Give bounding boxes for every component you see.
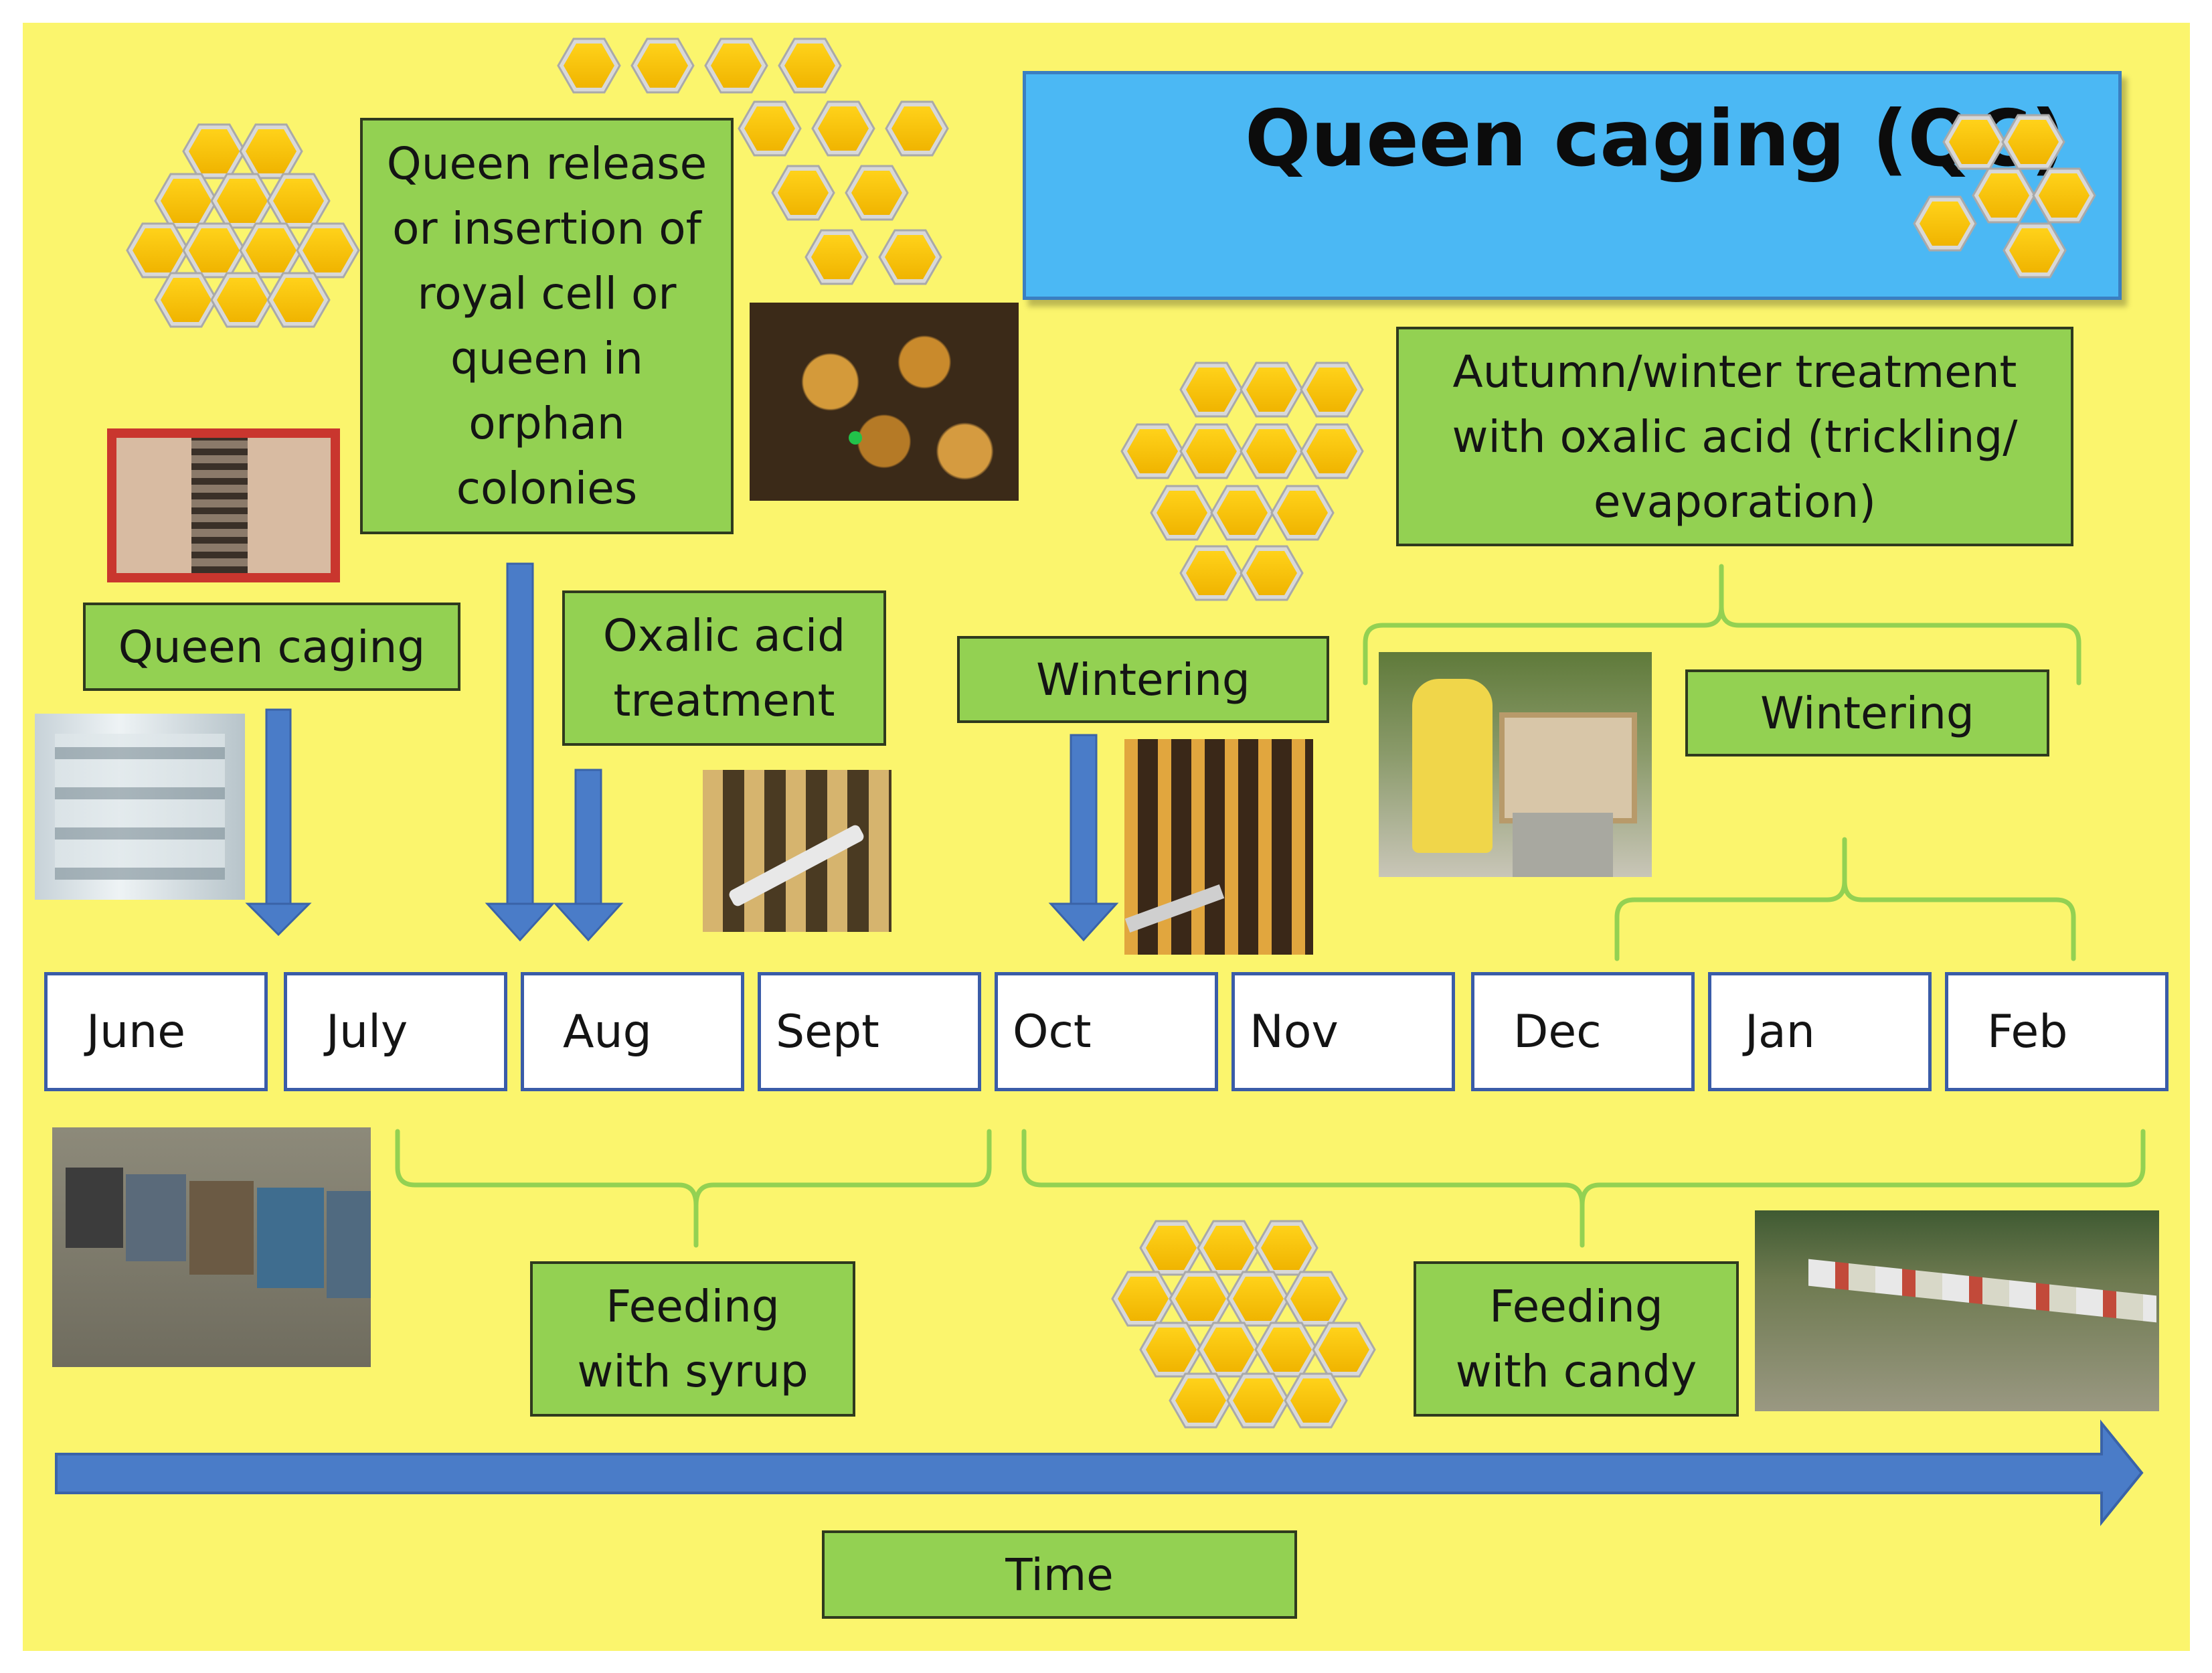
apiary-photo [1755,1210,2159,1411]
wintering-dec-text: Wintering [1760,687,1974,739]
page-title: Queen caging (QC) [1245,94,2067,184]
arrow-oxalic [553,769,624,942]
honeycomb-icon [126,123,360,328]
arrow-wintering [1048,734,1119,942]
autumn-winter-label: Autumn/winter treatment with oxalic acid… [1396,327,2073,546]
hives-row-photo [52,1127,371,1367]
bracket-feeding-candy [1021,1129,2146,1248]
month-nov: Nov [1231,972,1455,1091]
bracket-autumn-winter [1363,564,2081,686]
title-box [1023,71,2122,300]
month-july: July [284,972,507,1091]
queen-caging-text: Queen caging [118,621,426,673]
queen-release-text: Queen release or insertion of royal cell… [386,138,707,514]
month-oct: Oct [995,972,1218,1091]
honeycomb-icon [1120,362,1364,601]
month-june: June [44,972,268,1091]
month-dec: Dec [1471,972,1695,1091]
time-label: Time [822,1530,1297,1619]
beekeeper-photo [1379,652,1652,877]
wintering-oct-label: Wintering [957,636,1329,723]
month-aug: Aug [521,972,744,1091]
feeding-candy-text: Feeding with candy [1455,1281,1697,1397]
time-arrow [55,1419,2144,1526]
oxalic-acid-text: Oxalic acid treatment [602,610,846,726]
month-feb: Feb [1945,972,2168,1091]
time-text: Time [1005,1548,1114,1601]
month-sept: Sept [758,972,981,1091]
feeding-syrup-label: Feeding with syrup [530,1261,855,1417]
queen-cage-photo [35,714,245,900]
feeding-syrup-text: Feeding with syrup [577,1281,809,1397]
arrow-queen-release [485,562,556,942]
bees-photo [750,303,1019,501]
honeycomb-icon [1111,1220,1376,1429]
feeding-candy-label: Feeding with candy [1414,1261,1739,1417]
wintering-frame-photo [1124,739,1313,955]
autumn-winter-text: Autumn/winter treatment with oxalic acid… [1452,345,2018,528]
frame-photo [107,428,340,582]
wintering-dec-label: Wintering [1685,669,2049,756]
wintering-oct-text: Wintering [1036,653,1250,706]
queen-caging-label: Queen caging [83,603,460,691]
honeycomb-icon [1913,114,2096,278]
bracket-feeding-syrup [395,1129,992,1248]
honeycomb-icon [557,37,949,285]
oxalic-acid-label: Oxalic acid treatment [562,590,886,746]
queen-release-label: Queen release or insertion of royal cell… [360,118,734,534]
syringe-frame-photo [703,770,891,932]
arrow-queen-caging [245,708,312,937]
month-jan: Jan [1708,972,1932,1091]
bracket-wintering-dec [1614,837,2076,961]
